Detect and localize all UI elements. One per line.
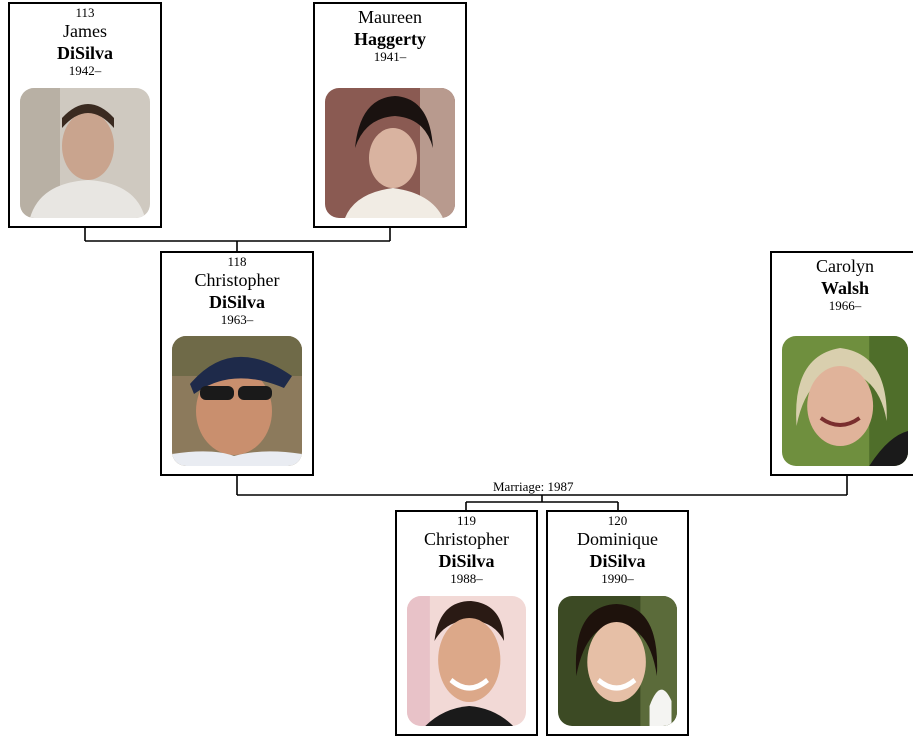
surname: Walsh [820, 278, 870, 298]
portrait-photo [172, 336, 302, 466]
portrait-photo [325, 88, 455, 218]
surname: DiSilva [208, 292, 265, 312]
person-card-christopher-disilva-1963[interactable]: 118 Christopher DiSilva 1963– [160, 251, 314, 476]
life-dates: 1990– [601, 571, 634, 586]
surname: DiSilva [589, 551, 646, 571]
surname: DiSilva [56, 43, 113, 63]
surname: Haggerty [354, 29, 426, 49]
given-name: James [63, 21, 107, 41]
person-card-christopher-disilva-1988[interactable]: 119 Christopher DiSilva 1988– [395, 510, 538, 736]
person-number: 118 [227, 254, 247, 269]
surname: DiSilva [438, 551, 495, 571]
portrait-photo [558, 596, 677, 726]
portrait-photo [407, 596, 526, 726]
given-name: Dominique [577, 529, 658, 549]
person-number: 113 [75, 5, 95, 20]
person-card-maureen-haggerty[interactable]: Maureen Haggerty 1941– [313, 2, 467, 228]
person-card-james-disilva[interactable]: 113 James DiSilva 1942– [8, 2, 162, 228]
person-card-dominique-disilva[interactable]: 120 Dominique DiSilva 1990– [546, 510, 689, 736]
marriage-label: Marriage: 1987 [493, 479, 574, 494]
given-name: Carolyn [816, 256, 874, 276]
portrait-photo [782, 336, 908, 466]
life-dates: 1942– [68, 63, 102, 78]
life-dates: 1988– [450, 571, 483, 586]
person-number: 119 [456, 513, 477, 528]
person-number: 120 [607, 513, 628, 528]
given-name: Maureen [358, 7, 422, 27]
given-name: Christopher [424, 529, 509, 549]
person-card-carolyn-walsh[interactable]: Carolyn Walsh 1966– [770, 251, 913, 476]
life-dates: 1963– [220, 312, 254, 327]
given-name: Christopher [194, 270, 280, 290]
life-dates: 1966– [828, 298, 862, 313]
life-dates: 1941– [373, 49, 407, 64]
portrait-photo [20, 88, 150, 218]
